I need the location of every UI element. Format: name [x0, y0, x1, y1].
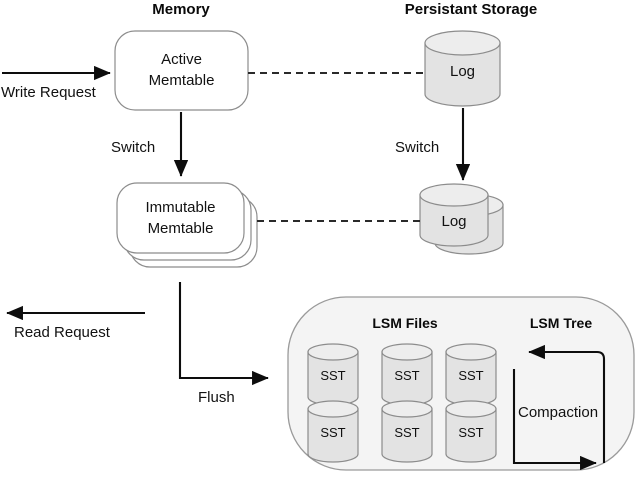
flush-edge: Flush	[178, 282, 269, 406]
compaction-label: Compaction	[518, 404, 598, 421]
lsm-tree-title: LSM Tree	[530, 315, 592, 331]
sst-label: SST	[320, 425, 345, 440]
log-immutable-label: Log	[441, 213, 466, 230]
sst-label: SST	[320, 368, 345, 383]
read-request-label: Read Request	[14, 324, 111, 341]
sst-cylinder-body	[445, 408, 497, 463]
sst-cylinder[interactable]: SST	[445, 400, 497, 463]
header-persistant-storage: Persistant Storage	[405, 1, 538, 18]
log-active-node[interactable]: Log	[424, 30, 501, 107]
compaction-arrow-bottom	[512, 369, 597, 471]
log-active-label: Log	[450, 63, 475, 80]
write-request-edge: Write Request	[1, 65, 111, 101]
immutable-memtable-label-line2: Memtable	[148, 220, 214, 237]
immutable-memtable-label-line1: Immutable	[145, 199, 215, 216]
sst-cylinder[interactable]: SST	[381, 343, 433, 406]
sst-label: SST	[394, 368, 419, 383]
sst-cylinder-body	[381, 408, 433, 463]
write-request-label: Write Request	[1, 84, 97, 101]
switch-storage-label: Switch	[395, 139, 439, 156]
log-active-cylinder-top	[424, 30, 501, 56]
log-immutable-cylinder-front-body	[419, 194, 489, 247]
sst-label: SST	[458, 368, 483, 383]
switch-memory-edge: Switch	[111, 112, 189, 177]
sst-cylinder-top	[307, 400, 359, 418]
sst-cylinder-top	[445, 343, 497, 361]
immutable-memtable-box-front	[116, 182, 245, 254]
sst-cylinder[interactable]: SST	[307, 343, 359, 406]
sst-cylinder-body	[307, 408, 359, 463]
log-immutable-node[interactable]: Log	[419, 183, 504, 255]
sst-cylinder-top	[445, 400, 497, 418]
sst-cylinder-top	[307, 343, 359, 361]
sst-cylinder[interactable]: SST	[381, 400, 433, 463]
active-memtable-label-line1: Active	[161, 51, 202, 68]
log-immutable-cylinder-front-top	[419, 183, 489, 207]
sst-label: SST	[458, 425, 483, 440]
header-memory: Memory	[152, 1, 210, 18]
switch-memory-label: Switch	[111, 139, 155, 156]
log-active-cylinder-body	[424, 42, 501, 107]
flush-label: Flush	[198, 389, 235, 406]
immutable-memtable-node[interactable]: Immutable Memtable	[116, 182, 258, 268]
switch-storage-edge: Switch	[395, 108, 471, 181]
read-request-edge: Read Request	[6, 305, 145, 341]
sst-cylinder-top	[381, 343, 433, 361]
compaction-edge: Compaction	[512, 344, 606, 471]
compaction-arrow-top	[528, 344, 606, 463]
sst-label: SST	[394, 425, 419, 440]
sst-cylinder[interactable]: SST	[307, 400, 359, 463]
sst-cylinder-top	[381, 400, 433, 418]
active-memtable-label-line2: Memtable	[149, 72, 215, 89]
active-memtable-box	[114, 30, 249, 111]
active-memtable-node[interactable]: Active Memtable	[114, 30, 249, 111]
flush-arrow	[178, 282, 269, 386]
lsm-files-title: LSM Files	[372, 315, 438, 331]
sst-cylinder[interactable]: SST	[445, 343, 497, 406]
